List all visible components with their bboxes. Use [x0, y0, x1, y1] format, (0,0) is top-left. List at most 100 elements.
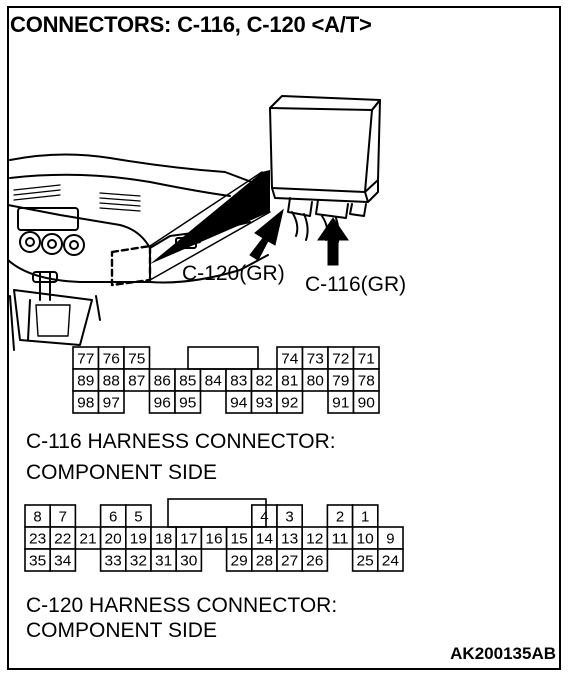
- c120-caption-line1: C-120 HARNESS CONNECTOR:: [26, 594, 338, 617]
- c120-pin-12: 12: [301, 526, 329, 550]
- svg-text:25: 25: [357, 552, 374, 569]
- svg-text:35: 35: [29, 552, 46, 569]
- c120-pin-15: 15: [225, 526, 253, 550]
- svg-text:88: 88: [103, 372, 120, 389]
- c116-pin-73: 73: [301, 346, 329, 370]
- c116-pin-97: 97: [97, 390, 125, 414]
- svg-text:9: 9: [386, 530, 394, 547]
- c116-pin-76: 76: [97, 346, 125, 370]
- svg-text:80: 80: [307, 372, 324, 389]
- c116-pin-77: 77: [72, 346, 100, 370]
- c120-pin-35: 35: [24, 548, 52, 572]
- svg-text:84: 84: [205, 372, 222, 389]
- c120-caption: C-120 HARNESS CONNECTOR: COMPONENT SIDE: [26, 592, 337, 644]
- c116-pin-96: 96: [148, 390, 176, 414]
- svg-text:82: 82: [256, 372, 273, 389]
- c116-pin-71: 71: [352, 346, 380, 370]
- c120-pin-31: 31: [150, 548, 178, 572]
- svg-text:2: 2: [336, 508, 344, 525]
- c120-pin-26: 26: [301, 548, 329, 572]
- c116-pin-94: 94: [225, 390, 253, 414]
- c120-pin-22: 22: [49, 526, 77, 550]
- svg-text:31: 31: [155, 552, 172, 569]
- c116-caption-line2: COMPONENT SIDE: [26, 461, 217, 484]
- c120-pin-5: 5: [125, 504, 152, 528]
- svg-text:27: 27: [281, 552, 298, 569]
- c116-pin-88: 88: [97, 368, 125, 392]
- c120-pin-25: 25: [351, 548, 379, 572]
- svg-text:24: 24: [382, 552, 399, 569]
- figure-code: AK200135AB: [450, 644, 556, 663]
- svg-text:19: 19: [130, 530, 147, 547]
- c120-pin-11: 11: [326, 526, 354, 550]
- c116-pin-81: 81: [276, 368, 304, 392]
- c116-pin-83: 83: [225, 368, 253, 392]
- svg-text:16: 16: [205, 530, 222, 547]
- svg-text:71: 71: [358, 350, 375, 367]
- c120-pin-18: 18: [150, 526, 178, 550]
- svg-text:14: 14: [256, 530, 273, 547]
- svg-text:12: 12: [306, 530, 323, 547]
- svg-text:15: 15: [231, 530, 248, 547]
- svg-text:83: 83: [230, 372, 247, 389]
- c116-pin-91: 91: [327, 390, 355, 414]
- svg-text:89: 89: [77, 372, 94, 389]
- svg-text:74: 74: [281, 350, 298, 367]
- c120-pin-7: 7: [49, 504, 77, 528]
- svg-text:90: 90: [358, 394, 375, 411]
- c120-pin-8: 8: [24, 504, 52, 528]
- svg-text:94: 94: [230, 394, 247, 411]
- svg-text:5: 5: [134, 508, 142, 525]
- svg-text:97: 97: [103, 394, 120, 411]
- svg-text:13: 13: [281, 530, 298, 547]
- diagram-frame: [7, 6, 561, 670]
- svg-text:28: 28: [256, 552, 273, 569]
- c120-pin-17: 17: [175, 526, 203, 550]
- c120-pin-27: 27: [276, 548, 304, 572]
- c116-pin-78: 78: [352, 368, 380, 392]
- svg-text:85: 85: [179, 372, 196, 389]
- svg-text:20: 20: [105, 530, 122, 547]
- svg-text:3: 3: [285, 508, 293, 525]
- c120-pin-30: 30: [175, 548, 203, 572]
- svg-text:17: 17: [180, 530, 197, 547]
- c120-pin-19: 19: [125, 526, 152, 550]
- svg-text:30: 30: [180, 552, 197, 569]
- c116-pin-90: 90: [352, 390, 380, 414]
- svg-text:1: 1: [361, 508, 369, 525]
- svg-text:18: 18: [155, 530, 172, 547]
- c120-pin-20: 20: [99, 526, 127, 550]
- c116-pin-87: 87: [123, 368, 151, 392]
- c120-pin-34: 34: [49, 548, 77, 572]
- c120-pin-1: 1: [351, 504, 379, 528]
- svg-text:34: 34: [54, 552, 71, 569]
- c120-caption-line2: COMPONENT SIDE: [26, 619, 217, 642]
- svg-text:93: 93: [256, 394, 273, 411]
- c116-pin-85: 85: [174, 368, 202, 392]
- svg-text:22: 22: [54, 530, 71, 547]
- c116-pin-92: 92: [276, 390, 304, 414]
- svg-text:32: 32: [130, 552, 147, 569]
- c116-pin-72: 72: [327, 346, 355, 370]
- svg-text:72: 72: [332, 350, 349, 367]
- svg-text:73: 73: [307, 350, 324, 367]
- svg-text:95: 95: [179, 394, 196, 411]
- c120-pin-21: 21: [74, 526, 102, 550]
- c120-pin-2: 2: [326, 504, 354, 528]
- c120-pin-10: 10: [351, 526, 379, 550]
- c116-pin-84: 84: [199, 368, 227, 392]
- c120-pin-6: 6: [99, 504, 127, 528]
- svg-text:33: 33: [105, 552, 122, 569]
- svg-text:26: 26: [306, 552, 323, 569]
- c116-pin-82: 82: [250, 368, 278, 392]
- c120-pin-24: 24: [376, 548, 404, 572]
- svg-text:75: 75: [128, 350, 145, 367]
- svg-text:21: 21: [79, 530, 96, 547]
- svg-text:77: 77: [77, 350, 94, 367]
- svg-text:4: 4: [260, 508, 268, 525]
- svg-text:23: 23: [29, 530, 46, 547]
- c120-pin-14: 14: [251, 526, 278, 550]
